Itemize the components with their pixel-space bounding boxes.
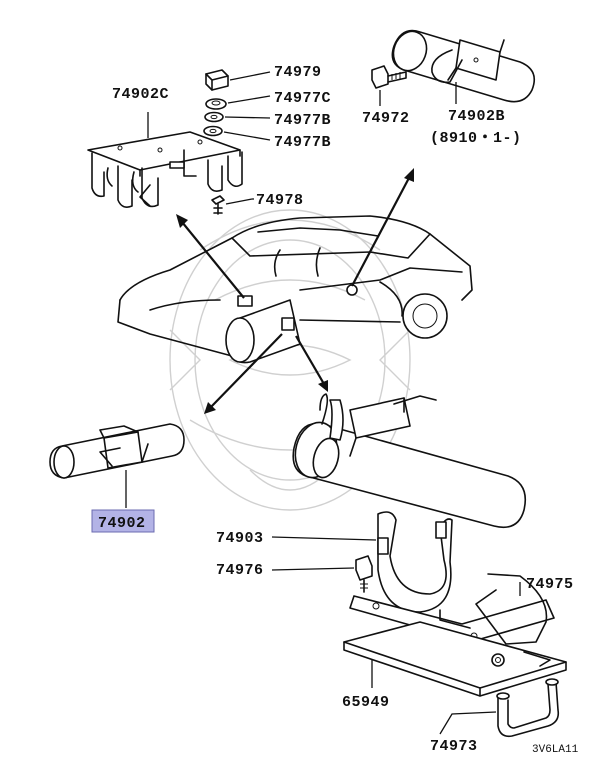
clamp-74903	[377, 511, 453, 613]
bracket-74975	[349, 573, 555, 645]
bracket-74902C	[87, 131, 243, 208]
label-74979: 74979	[274, 64, 322, 81]
figure-code: 3V6LA11	[532, 744, 579, 756]
canister-74902B	[391, 29, 536, 103]
bolt-74972	[371, 65, 407, 89]
bolt-74976	[355, 555, 373, 593]
washer-74977B-lower	[203, 125, 223, 137]
label-74977B-upper: 74977B	[274, 112, 331, 129]
callout-arrows	[176, 168, 414, 414]
label-74903: 74903	[216, 530, 264, 547]
label-65949: 65949	[342, 694, 390, 711]
u-bolt-74973	[496, 678, 560, 738]
plate-65949	[343, 621, 567, 697]
screw-74978	[211, 195, 225, 215]
cap-nut-74979	[205, 69, 229, 91]
label-74975: 74975	[526, 576, 574, 593]
highlight-box-74902	[91, 509, 155, 533]
nut-74977C	[205, 98, 227, 110]
label-74972: 74972	[362, 110, 410, 127]
vehicle-outline	[117, 215, 473, 357]
canister-74902	[49, 423, 185, 479]
label-74902: 74902	[98, 515, 146, 532]
label-74977C: 74977C	[274, 90, 331, 107]
label-74902B-note: (8910・1-)	[430, 130, 522, 147]
canister-main	[292, 393, 527, 529]
label-74976: 74976	[216, 562, 264, 579]
label-74902C: 74902C	[112, 86, 169, 103]
washer-74977B-upper	[204, 111, 224, 123]
label-74978: 74978	[256, 192, 304, 209]
label-74973: 74973	[430, 738, 478, 755]
label-74977B-lower: 74977B	[274, 134, 331, 151]
canister-in-vehicle	[225, 284, 358, 364]
label-74902B: 74902B	[448, 108, 505, 125]
